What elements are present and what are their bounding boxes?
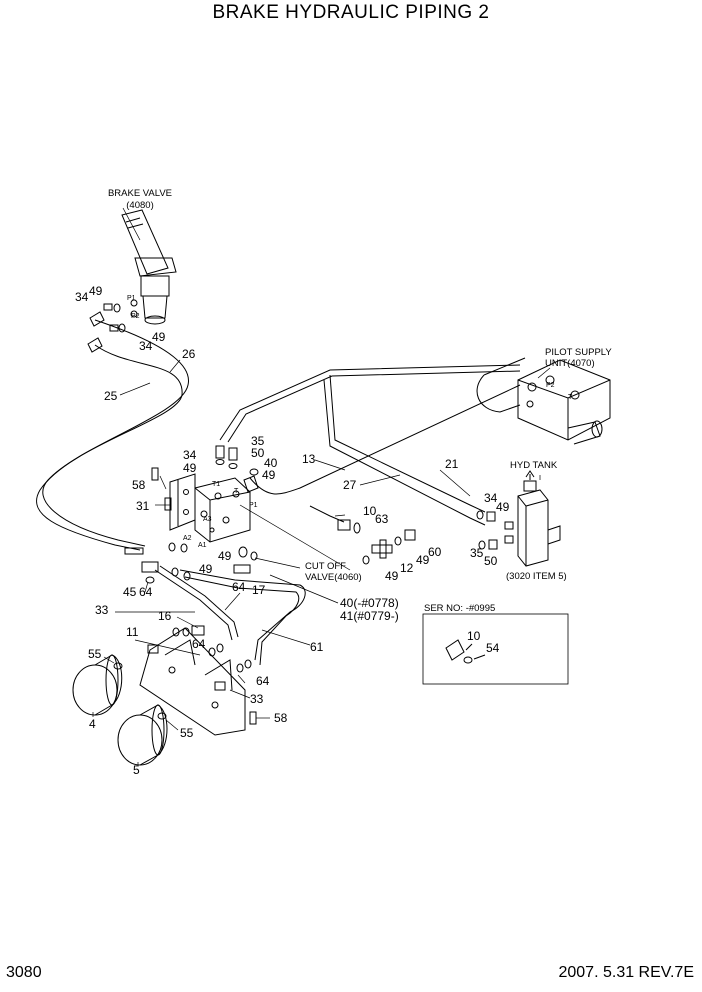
part-number: 49 <box>218 549 232 563</box>
fittings <box>87 303 514 725</box>
part-number: 64 <box>139 585 153 599</box>
brake-valve-drawing <box>121 209 177 325</box>
part-number: 55 <box>180 726 194 740</box>
port-mark: T1 <box>212 481 220 488</box>
part-number: 13 <box>302 452 316 466</box>
serial-41-label: 41(#0779-) <box>340 609 399 623</box>
part-number: 45 <box>123 585 137 599</box>
page-number: 3080 <box>6 964 42 981</box>
hose-17 <box>179 569 306 661</box>
leader-lines <box>92 207 551 765</box>
hose-13 <box>219 364 521 441</box>
part-number: 25 <box>104 389 118 403</box>
part-number: 11 <box>126 625 139 639</box>
brake-valve-name: BRAKE VALVE <box>108 188 172 199</box>
part-number: 49 <box>183 461 197 475</box>
part-number: 60 <box>428 545 442 559</box>
bracket-31 <box>169 473 196 531</box>
hose-13b <box>227 370 521 443</box>
part-number: 35 <box>470 546 484 560</box>
part-number: 49 <box>416 553 430 567</box>
hyd-tank-label: HYD TANK <box>510 460 558 471</box>
part-number: 61 <box>310 640 324 654</box>
part-number: 49 <box>199 562 213 576</box>
ser-no-box-parts <box>445 639 486 664</box>
revision-footer: 2007. 5.31 REV.7E <box>558 964 694 981</box>
hose-21 <box>329 374 486 513</box>
hyd-tank-ref: (3020 ITEM 5) <box>506 571 567 582</box>
part-number: 12 <box>400 561 414 575</box>
part-number: 64 <box>192 637 206 651</box>
part-number: 27 <box>343 478 357 492</box>
port-mark: T <box>234 488 239 495</box>
part-number: 34 <box>139 339 153 353</box>
port-mark: P2 <box>546 382 555 389</box>
cutoff-valve-ref: VALVE(4060) <box>305 572 362 583</box>
port-mark: P1 <box>249 502 258 509</box>
serial-40-label: 40(-#0778) <box>340 596 399 610</box>
hose-27 <box>249 384 521 495</box>
part-number: 49 <box>496 500 510 514</box>
part-number: 31 <box>136 499 150 513</box>
ser-no-box <box>422 613 569 685</box>
part-number: 33 <box>95 603 109 617</box>
part-number: 33 <box>250 692 264 706</box>
part-number: 54 <box>486 641 500 655</box>
part-number: 35 <box>251 434 265 448</box>
part-number: 34 <box>484 491 498 505</box>
part-number: 26 <box>182 347 196 361</box>
cutoff-valve-block <box>194 477 251 543</box>
part-number: 49 <box>152 330 166 344</box>
hose-21b <box>323 379 486 526</box>
part-number: 64 <box>256 674 270 688</box>
part-number: 4 <box>89 717 96 731</box>
hose-16b <box>159 565 239 638</box>
part-number: 58 <box>132 478 146 492</box>
port-mark: P1 <box>127 295 136 302</box>
part-number: 50 <box>251 446 265 460</box>
part-number: 16 <box>158 609 172 623</box>
part-number: 55 <box>88 647 102 661</box>
part-number: 5 <box>133 763 140 777</box>
page-title: BRAKE HYDRAULIC PIPING 2 <box>212 2 490 23</box>
part-number: 21 <box>445 457 459 471</box>
part-number: 34 <box>183 448 197 462</box>
port-mark: A3 <box>203 516 212 523</box>
port-mark: P2 <box>131 313 140 320</box>
pilot-supply-name: PILOT SUPPLY <box>545 347 612 358</box>
part-number: 64 <box>232 580 246 594</box>
accumulator-4 <box>72 654 123 716</box>
port-mark: A1 <box>198 542 207 549</box>
part-number: 40 <box>264 456 278 470</box>
hyd-tank-manifold <box>517 470 561 567</box>
part-number: 63 <box>375 512 389 526</box>
part-number: 58 <box>274 711 288 725</box>
brake-valve-ref: (4080) <box>126 200 153 211</box>
part-number: 17 <box>252 583 266 597</box>
hose-25 <box>36 344 183 551</box>
part-number: 49 <box>89 284 103 298</box>
port-mark: T <box>568 394 573 401</box>
hose-26 <box>42 319 189 547</box>
port-mark: A2 <box>183 535 192 542</box>
part-number: 49 <box>262 468 276 482</box>
part-number: 49 <box>385 569 399 583</box>
part-number: 34 <box>75 290 89 304</box>
pilot-supply-unit-drawing <box>476 357 611 445</box>
hose-61 <box>184 576 300 666</box>
pilot-supply-ref: UNIT(4070) <box>545 358 595 369</box>
hose-16 <box>154 569 233 641</box>
part-number: 50 <box>484 554 498 568</box>
accumulator-5 <box>117 704 168 766</box>
cutoff-valve-name: CUT OFF <box>305 561 346 572</box>
part-number: 10 <box>363 504 377 518</box>
part-number: 10 <box>467 629 481 643</box>
ser-no-label: SER NO: -#0995 <box>424 603 495 614</box>
